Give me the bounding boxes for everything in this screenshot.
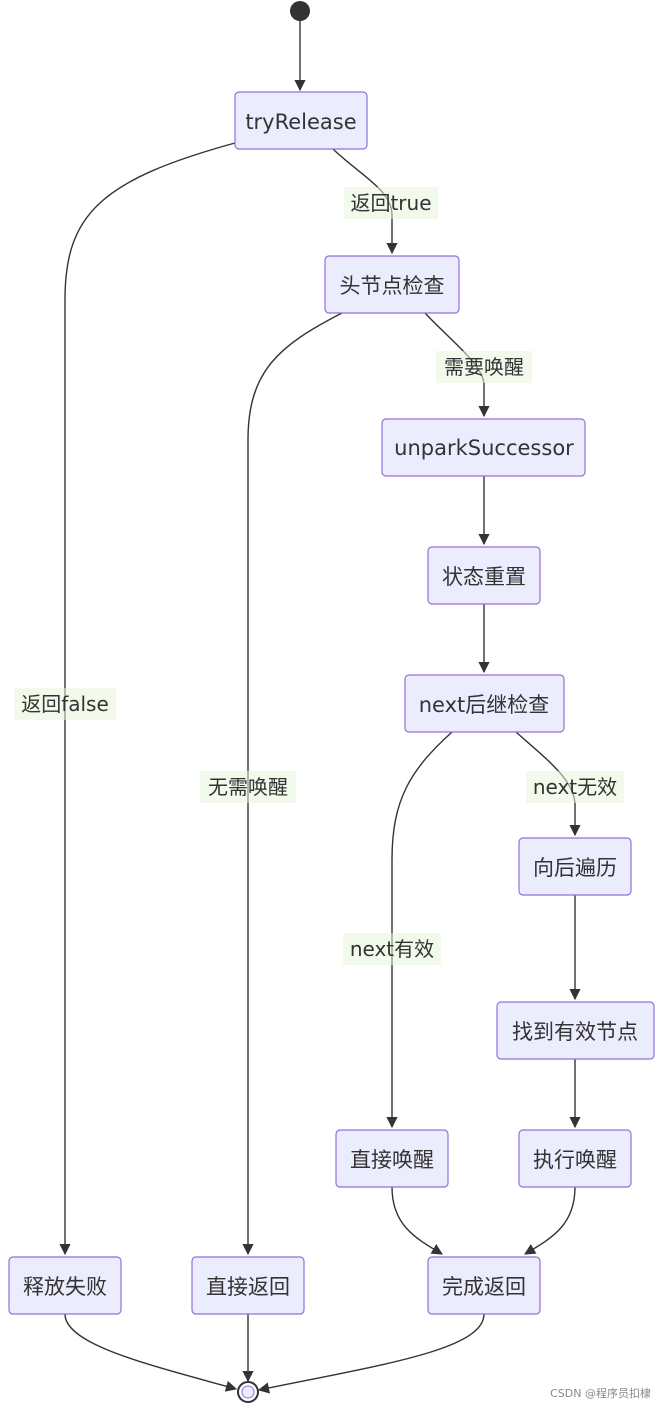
label-next-invalid: next无效 bbox=[533, 775, 617, 799]
watermark: CSDN @程序员扣棣 bbox=[550, 1387, 651, 1400]
node-nextcheck-label: next后继检查 bbox=[419, 693, 550, 717]
edge-headcheck-directreturn bbox=[242, 312, 343, 1256]
node-tryrelease: tryRelease bbox=[234, 91, 368, 150]
node-reset-label: 状态重置 bbox=[442, 565, 526, 589]
node-directwake: 直接唤醒 bbox=[335, 1129, 449, 1188]
node-nextcheck: next后继检查 bbox=[404, 674, 565, 733]
node-directreturn-label: 直接返回 bbox=[206, 1275, 290, 1299]
node-execwake: 执行唤醒 bbox=[518, 1129, 632, 1188]
label-need-wake: 需要唤醒 bbox=[444, 355, 524, 379]
edge-labels: 返回true 返回false 需要唤醒 无需唤醒 next无效 next有效 bbox=[14, 187, 624, 965]
node-unpark-label: unparkSuccessor bbox=[394, 436, 574, 460]
node-releasefail-label: 释放失败 bbox=[23, 1275, 107, 1299]
node-completereturn: 完成返回 bbox=[427, 1256, 541, 1315]
node-findvalid-label: 找到有效节点 bbox=[512, 1020, 638, 1044]
node-directreturn: 直接返回 bbox=[191, 1256, 305, 1315]
label-bg-return-false bbox=[14, 688, 116, 720]
label-bg-next-invalid bbox=[526, 771, 624, 803]
label-bg-return-true bbox=[344, 187, 438, 219]
end-node bbox=[237, 1381, 259, 1403]
edge-nextcheck-directwake bbox=[386, 731, 453, 1129]
edge-directwake-complete bbox=[391, 1186, 443, 1255]
label-next-valid: next有效 bbox=[350, 937, 434, 961]
start-node bbox=[290, 1, 310, 21]
node-reset: 状态重置 bbox=[427, 546, 541, 605]
edges bbox=[59, 21, 581, 1394]
edge-complete-end bbox=[257, 1313, 485, 1394]
label-bg-next-valid bbox=[343, 933, 441, 965]
label-return-false: 返回false bbox=[21, 692, 109, 716]
node-findvalid: 找到有效节点 bbox=[496, 1001, 655, 1060]
node-releasefail: 释放失败 bbox=[8, 1256, 122, 1315]
edge-execwake-complete bbox=[524, 1186, 576, 1255]
node-tryrelease-label: tryRelease bbox=[245, 110, 356, 134]
node-traverse-label: 向后遍历 bbox=[533, 856, 617, 880]
node-unpark: unparkSuccessor bbox=[381, 418, 586, 477]
edge-fail-end bbox=[64, 1313, 238, 1392]
node-completereturn-label: 完成返回 bbox=[442, 1275, 526, 1299]
node-directwake-label: 直接唤醒 bbox=[350, 1148, 434, 1172]
node-headcheck: 头节点检查 bbox=[324, 255, 460, 314]
node-execwake-label: 执行唤醒 bbox=[533, 1148, 617, 1172]
label-bg-no-wake bbox=[200, 771, 296, 803]
node-traverse: 向后遍历 bbox=[518, 837, 632, 896]
node-headcheck-label: 头节点检查 bbox=[340, 274, 445, 298]
label-no-wake: 无需唤醒 bbox=[208, 775, 288, 799]
label-bg-need-wake bbox=[436, 351, 532, 383]
label-return-true: 返回true bbox=[350, 191, 431, 215]
edge-tryrelease-fail bbox=[59, 142, 236, 1256]
